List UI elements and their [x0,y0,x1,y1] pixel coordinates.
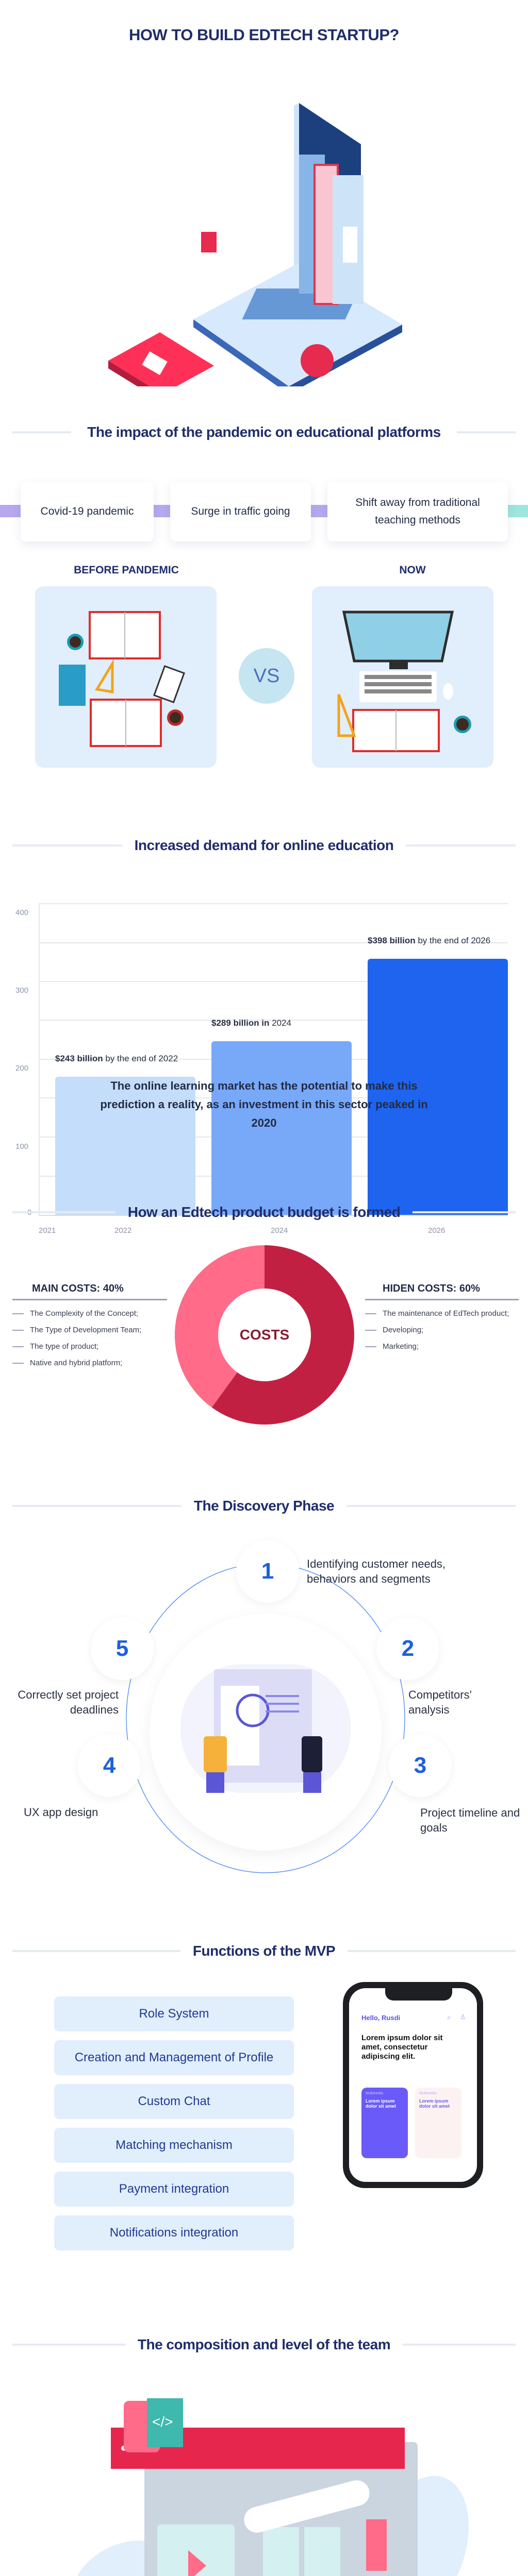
market-bar-chart: 400 300 200 100 0 $243 billion by the en… [0,824,528,1235]
phone-mockup: Hello, Rusdi ⌕ ♙ Lorem ipsum dolor sit a… [343,1982,483,2188]
cost-item: Developing; [365,1324,519,1336]
mvp-function: Creation and Management of Profile [54,2040,294,2075]
mvp-function: Payment integration [54,2172,294,2207]
costs-donut-chart [175,1245,354,1425]
mvp-function-list: Role System Creation and Management of P… [54,1996,294,2250]
discovery-step-3: 3 [389,1734,452,1797]
main-costs-list: The Complexity of the Concept; The Type … [12,1308,167,1369]
title-divider [12,2344,125,2346]
discovery-section-title: The Discovery Phase [12,1496,516,1516]
main-costs-slice [175,1245,265,1408]
mvp-function: Matching mechanism [54,2128,294,2163]
cost-item: The maintenance of EdTech product; [365,1308,519,1320]
team-building-illustration: </> [70,2398,469,2576]
now-label: NOW [399,564,426,576]
y-tick: 300 [15,986,29,995]
title-divider [12,1505,182,1507]
title-divider [346,1505,516,1507]
mvp-function: Custom Chat [54,2084,294,2119]
before-pandemic-label: BEFORE PANDEMIC [74,564,179,576]
budget-section-title: How an Edtech product budget is formed [12,1202,516,1222]
page-title: HOW TO BUILD EDTECH STARTUP? [129,26,399,44]
before-pandemic-illustration [35,586,217,768]
title-divider [12,1211,116,1213]
title-divider [348,1950,516,1952]
discovery-step-2: 2 [376,1617,439,1680]
search-icon: ⌕ [447,2013,451,2021]
user-icon: ♙ [460,2013,466,2021]
pandemic-step-2: Surge in traffic going [170,482,311,541]
title-divider [12,844,122,846]
title-divider [403,2344,516,2346]
title-divider [457,431,516,433]
x-tick: 2022 [114,1226,132,1235]
notebooks-desk-icon [59,611,185,747]
bar-annotation-2022: $243 billion by the end of 2022 [55,1054,178,1063]
hidden-costs-panel: HIDEN COSTS: 60% The maintenance of EdTe… [365,1283,519,1357]
phone-card: Multimedia Lorem ipsum dolor sit amet [415,2088,461,2158]
cost-item: Marketing; [365,1341,519,1353]
discovery-step-3-text: Project timeline and goals [420,1806,520,1834]
cost-item: The Type of Development Team; [12,1324,167,1336]
costs-center-label: COSTS [239,1327,290,1343]
pandemic-step-1: Covid-19 pandemic [21,482,154,541]
hidden-costs-list: The maintenance of EdTech product; Devel… [365,1308,519,1353]
vs-badge: VS [239,648,294,704]
x-tick: 2024 [271,1226,288,1235]
discovery-step-1-text: Identifying customer needs, behaviors an… [307,1557,446,1585]
analysts-illustration [180,1664,351,1793]
discovery-step-5-text: Correctly set project deadlines [18,1688,119,1716]
x-tick: 2021 [39,1226,56,1235]
cost-item: The Complexity of the Concept; [12,1308,167,1320]
bar-annotation-2024: $289 billion in 2024 [211,1018,291,1028]
discovery-step-4: 4 [78,1734,141,1797]
y-tick: 200 [15,1064,29,1073]
cost-item: Native and hybrid platform; [12,1357,167,1369]
title-divider [12,1950,180,1952]
main-costs-panel: MAIN COSTS: 40% The Complexity of the Co… [12,1283,167,1374]
discovery-step-2-text: Competitors' analysis [408,1688,472,1716]
pandemic-section-title: The impact of the pandemic on educationa… [12,422,516,442]
bar-annotation-2026: $398 billion by the end of 2026 [368,936,491,945]
y-tick: 400 [15,908,29,917]
discovery-step-5: 5 [91,1617,154,1680]
mvp-function: Role System [54,1996,294,2031]
hidden-costs-slice [211,1245,354,1425]
title-divider [406,844,516,846]
phone-notch [385,1988,452,2001]
bar-2022 [55,1077,195,1215]
x-tick: 2026 [428,1226,446,1235]
title-divider [12,431,71,433]
now-illustration [312,586,493,768]
mvp-section-title: Functions of the MVP [12,1941,516,1961]
laptop-books-illustration [108,103,402,386]
hidden-costs-heading: HIDEN COSTS: 60% [365,1283,519,1300]
computer-desk-icon [337,611,471,752]
discovery-step-1: 1 [236,1540,299,1603]
bar-2024 [211,1041,352,1215]
cost-item: The type of product; [12,1341,167,1353]
phone-card: Multimedia Lorem ipsum dolor sit amet [361,2088,408,2158]
demand-section-title: Increased demand for online education [12,836,516,855]
bar-2026 [368,959,508,1215]
pandemic-step-3: Shift away from traditional teaching met… [327,482,508,541]
discovery-step-4-text: UX app design [24,1806,98,1819]
phone-greeting: Hello, Rusdi [361,2014,401,2022]
svg-text:</>: </> [152,2414,173,2430]
team-section-title: The composition and level of the team [12,2335,516,2354]
mvp-function: Notifications integration [54,2215,294,2250]
title-divider [412,1211,516,1213]
demand-caption: The online learning market has the poten… [100,1079,428,1129]
main-costs-heading: MAIN COSTS: 40% [12,1283,167,1300]
phone-headline: Lorem ipsum dolor sit amet, consectetur … [361,2033,443,2061]
y-tick: 100 [15,1142,29,1151]
